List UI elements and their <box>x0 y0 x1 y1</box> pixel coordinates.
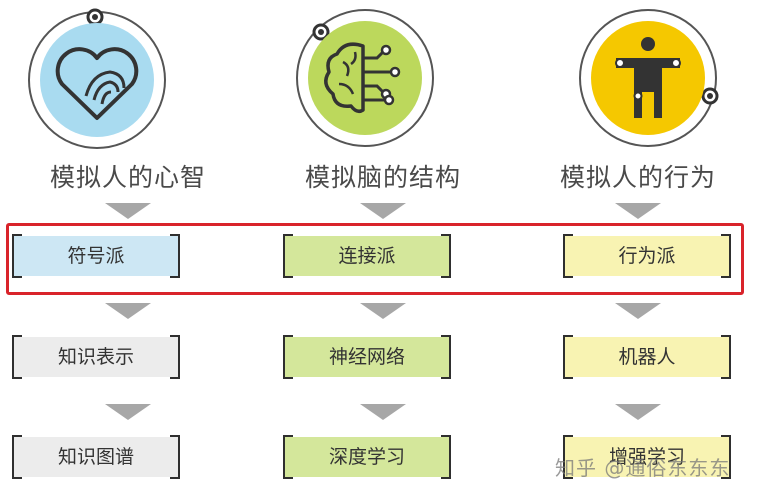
down-arrow-icon <box>615 203 661 219</box>
down-arrow-icon <box>360 203 406 219</box>
tech-box-deep-learning: 深度学习 <box>283 435 451 479</box>
method-box-neural-network: 神经网络 <box>283 335 451 379</box>
column-connectionist: 模拟脑的结构 连接派 神经网络 深度学习 <box>255 0 511 500</box>
tech-box-knowledge-graph: 知识图谱 <box>12 435 180 479</box>
method-box-knowledge-representation: 知识表示 <box>12 335 180 379</box>
down-arrow-icon <box>105 404 151 420</box>
humanoid-robot-icon <box>579 9 719 147</box>
down-arrow-icon <box>360 404 406 420</box>
heart-fingerprint-icon <box>28 8 166 149</box>
watermark: 知乎 @通俗东东东 <box>555 456 731 480</box>
school-box-connectionist: 连接派 <box>283 234 451 278</box>
down-arrow-icon <box>615 303 661 319</box>
column-heading: 模拟脑的结构 <box>304 163 461 192</box>
column-behaviorist: 模拟人的行为 行为派 机器人 增强学习 <box>510 0 766 500</box>
highlight-frame <box>6 223 744 295</box>
school-box-symbolic: 符号派 <box>12 234 180 278</box>
down-arrow-icon <box>615 404 661 420</box>
column-heading: 模拟人的心智 <box>49 163 206 192</box>
brain-circuit-icon <box>296 9 434 147</box>
tech-box-reinforcement-learning: 增强学习 <box>563 435 731 479</box>
down-arrow-icon <box>360 303 406 319</box>
column-symbolic: 模拟人的心智 符号派 知识表示 知识图谱 <box>0 0 256 500</box>
down-arrow-icon <box>105 303 151 319</box>
column-heading: 模拟人的行为 <box>559 163 716 192</box>
method-box-robot: 机器人 <box>563 335 731 379</box>
down-arrow-icon <box>105 203 151 219</box>
school-box-behaviorist: 行为派 <box>563 234 731 278</box>
